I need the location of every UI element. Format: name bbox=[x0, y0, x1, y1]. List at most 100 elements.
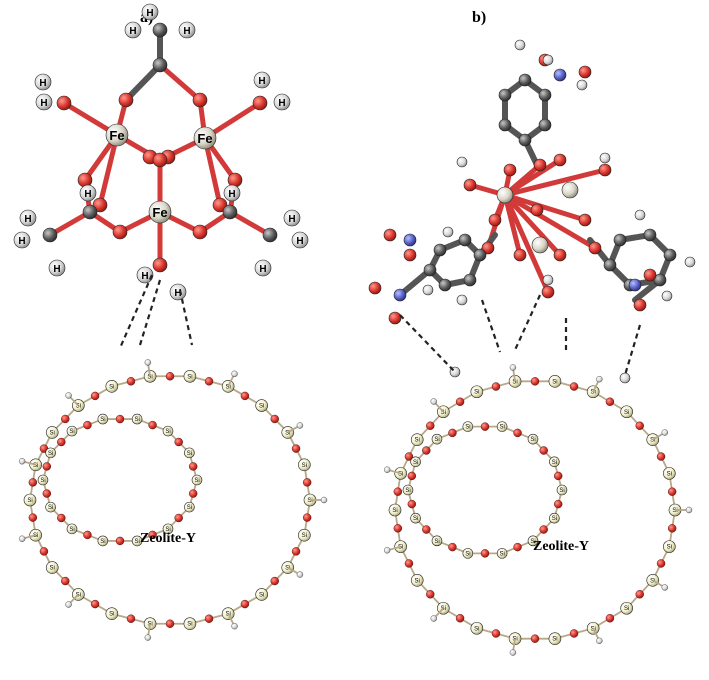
a-silicon-atom bbox=[45, 426, 59, 439]
b-zeolite-oxygen-atom bbox=[448, 542, 457, 552]
a-hydrogen-atom bbox=[35, 93, 53, 111]
a-silicon-atom-label: Si bbox=[50, 430, 55, 436]
a-zeolite-oxygen-atom bbox=[240, 599, 250, 609]
a-zeolite-hydrogen-atom bbox=[296, 571, 304, 578]
a-hydrogen-atom bbox=[178, 21, 196, 39]
b-bond bbox=[502, 192, 563, 258]
a-hydrogen-atom-label: H bbox=[53, 264, 60, 275]
b-carbon-atom bbox=[463, 273, 477, 287]
a-silicon-atom-label: Si bbox=[134, 539, 139, 545]
b-zeolite-oxygen-atom bbox=[635, 590, 644, 599]
a-oxygen-atom bbox=[252, 95, 268, 111]
b-nitrogen-atom bbox=[553, 68, 567, 82]
b-silicon-atom-label: Si bbox=[415, 578, 420, 584]
a-bond bbox=[202, 135, 223, 208]
b-silicon-atom-label: Si bbox=[474, 390, 479, 396]
a-silicon-atom bbox=[37, 474, 49, 486]
a-zeolite-oxygen-atom bbox=[240, 391, 250, 401]
b-hydrogen-atom bbox=[456, 294, 468, 306]
b-zeolite-hydrogen-atom bbox=[596, 375, 603, 383]
b-silicon-atom bbox=[496, 548, 508, 559]
a-silicon-atom-label: Si bbox=[69, 429, 74, 435]
a-silicon-atom-label: Si bbox=[109, 384, 114, 390]
b-nitro-oxygen-atom bbox=[643, 268, 657, 282]
a-silicon-atom-label: Si bbox=[225, 384, 230, 390]
a-hydrogen-atom-label: H bbox=[228, 189, 235, 200]
b-zeolite-oxygen-atom bbox=[530, 634, 540, 643]
a-hydrogen-atom-label: H bbox=[24, 214, 31, 225]
a-silicon-atom-label: Si bbox=[165, 527, 170, 533]
b-silicon-atom-label: Si bbox=[667, 545, 672, 551]
b-zeolite-hydrogen-atom bbox=[661, 584, 668, 591]
a-silicon-atom bbox=[162, 425, 174, 437]
b-cluster-bonds bbox=[397, 77, 673, 303]
a-silicon-atom bbox=[23, 493, 37, 507]
b-silicon-atom bbox=[388, 503, 402, 517]
b-carbon-atom bbox=[653, 273, 667, 287]
b-zeolite-oxygen-atom bbox=[539, 525, 548, 534]
b-oxygen-atom bbox=[481, 241, 495, 255]
a-carbon-atom bbox=[262, 227, 278, 243]
a-central-oxygen-atom bbox=[152, 152, 168, 168]
a-zeolite-oxygen-atom bbox=[302, 478, 312, 487]
b-hydrogen-atom bbox=[422, 284, 434, 296]
a-hydrogen-atom-label: H bbox=[84, 189, 91, 200]
b-oxygen-atom bbox=[513, 248, 527, 262]
a-silicon-atom-label: Si bbox=[187, 451, 192, 457]
a-silicon-atom bbox=[183, 617, 197, 631]
a-oxygen-atom bbox=[212, 197, 228, 213]
a-carbon-atom bbox=[222, 204, 238, 220]
a-zeolite-oxygen-atom bbox=[57, 513, 66, 523]
a-silicon-atom bbox=[131, 535, 143, 547]
b-silicon-atom bbox=[549, 512, 560, 524]
a-hydrogen-atom bbox=[34, 73, 52, 91]
b-silicon-atom bbox=[549, 456, 560, 468]
a-zeolite-oxygen-atom bbox=[83, 530, 92, 540]
b-carbon-atom bbox=[518, 73, 532, 87]
b-silicon-atom-label: Si bbox=[624, 606, 629, 612]
b-carbon-atom bbox=[538, 118, 552, 132]
b-hbond-3 bbox=[513, 294, 542, 351]
a-bond bbox=[227, 209, 273, 238]
a-silicon-atom-label: Si bbox=[259, 592, 264, 598]
a-zeolite-oxygen-atom bbox=[28, 478, 38, 487]
b-silicon-atom bbox=[431, 433, 443, 445]
b-silicon-atom bbox=[620, 405, 633, 419]
b-silicon-atom-label: Si bbox=[552, 379, 557, 385]
b-silicon-atom bbox=[462, 548, 474, 559]
a-iron-atom-2 bbox=[193, 126, 217, 150]
b-bond bbox=[502, 192, 598, 251]
b-silicon-atom bbox=[527, 535, 539, 547]
b-zeolite-oxygen-atom bbox=[569, 382, 579, 391]
b-silicon-atom bbox=[410, 456, 421, 468]
b-carbon-atom bbox=[433, 243, 447, 257]
a-zeolite-oxygen-atom bbox=[270, 414, 279, 424]
a-silicon-atom-label: Si bbox=[100, 417, 105, 423]
a-carbon-atom bbox=[152, 57, 168, 73]
b-zeolite-oxygen-atom bbox=[667, 487, 677, 496]
b-silicon-atom bbox=[410, 573, 424, 587]
a-silicon-atom-label: Si bbox=[33, 463, 38, 469]
b-zeolite-oxygen-atom bbox=[513, 542, 522, 552]
a-hydrogen-atom bbox=[223, 184, 241, 202]
a-hydrogen-atom-label: H bbox=[258, 76, 265, 87]
b-hbond-5 bbox=[623, 324, 642, 376]
b-iron-atom bbox=[561, 181, 579, 199]
a-silicon-atom bbox=[131, 413, 143, 425]
a-carbon-atom bbox=[82, 204, 98, 220]
b-zeolite-oxygen-atom bbox=[393, 524, 403, 533]
a-oxygen-atom bbox=[56, 95, 72, 111]
a-hydrogen-atom bbox=[283, 209, 301, 227]
b-zeolite-hydrogen-atom bbox=[430, 615, 437, 622]
b-zeolite-oxygen-atom bbox=[426, 421, 435, 430]
b-zeolite-oxygen-atom bbox=[455, 397, 465, 406]
b-bond bbox=[397, 267, 433, 298]
a-oxygen-atom bbox=[152, 257, 168, 273]
b-hbond-1 bbox=[399, 314, 456, 373]
a-zeolite-oxygen-atom bbox=[39, 547, 49, 556]
a-hydrogen-atom-label: H bbox=[146, 8, 153, 19]
a-silicon-atom bbox=[184, 501, 195, 513]
